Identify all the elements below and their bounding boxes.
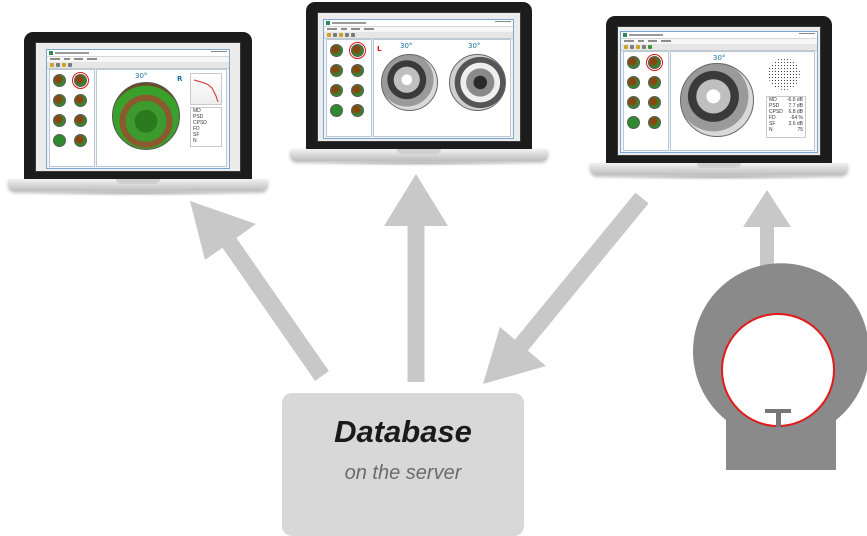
exam-compare-pane: L 30° 30° (373, 39, 511, 137)
exam-thumbnail[interactable] (74, 94, 87, 107)
index-panel: MD PSD CPSD FD SF N (190, 107, 222, 147)
exam-thumbnail[interactable] (74, 134, 87, 147)
perimeter-device-icon (693, 263, 867, 470)
arrow-icon (483, 192, 649, 384)
app-window: 30° R MD PSD CPSD FD SF N (46, 49, 230, 169)
visual-field-map (381, 54, 438, 111)
laptop-base (290, 149, 548, 161)
toolbar (47, 62, 229, 69)
index-row: CPSD (193, 120, 207, 126)
window-titlebar (47, 50, 229, 57)
exam-thumbnail[interactable] (53, 114, 66, 127)
exam-thumbnail[interactable] (646, 54, 663, 71)
index-row: MD-6.6 dB (769, 97, 803, 103)
defect-curve (193, 79, 219, 103)
exam-thumbnail[interactable] (330, 84, 343, 97)
menu-bar (47, 57, 229, 61)
eye-label: L (377, 45, 382, 53)
app-window: L 30° 30° (323, 19, 514, 139)
database-title: Database (334, 414, 472, 449)
laptop-base (590, 163, 848, 175)
exam-thumbnail[interactable] (648, 116, 661, 129)
exam-thumbnail[interactable] (74, 114, 87, 127)
patient-list-pane (49, 69, 95, 167)
exam-thumbnail[interactable] (330, 44, 343, 57)
field-angle-label: 30° (135, 72, 148, 80)
arrow-icon (190, 201, 329, 381)
laptop-center: L 30° 30° (290, 2, 548, 166)
index-row: FD (193, 126, 200, 132)
menu-bar (324, 27, 513, 31)
test-point-grid (768, 58, 800, 90)
index-row: MD (193, 108, 201, 114)
arrow-icon (384, 174, 448, 382)
laptop-left: 30° R MD PSD CPSD FD SF N (8, 32, 268, 196)
patient-list-pane (623, 51, 669, 151)
exam-view-pane: 30° R MD PSD CPSD FD SF N (96, 69, 227, 167)
index-row: PSD (193, 114, 204, 120)
exam-thumbnail[interactable] (351, 64, 364, 77)
exam-thumbnail[interactable] (349, 42, 366, 59)
exam-thumbnail[interactable] (351, 104, 364, 117)
exam-thumbnail[interactable] (648, 76, 661, 89)
toolbar (324, 32, 513, 39)
visual-field-map (449, 54, 506, 111)
exam-thumbnail[interactable] (627, 96, 640, 109)
database-subtitle: on the server (344, 462, 462, 484)
field-angle-label: 30° (400, 42, 413, 50)
exam-thumbnail[interactable] (648, 96, 661, 109)
patient-list-pane (326, 39, 372, 137)
exam-thumbnail[interactable] (627, 76, 640, 89)
field-angle-label: 30° (713, 54, 726, 62)
arrow-icon (743, 190, 791, 272)
laptop-base (8, 179, 268, 191)
exam-thumbnail[interactable] (53, 134, 66, 147)
exam-thumbnail[interactable] (330, 104, 343, 117)
graph-panel (190, 73, 222, 105)
laptop-screen: L 30° 30° (317, 12, 521, 142)
index-row: N (193, 138, 197, 144)
database-box: Database on the server (282, 393, 524, 536)
eye-label: R (177, 75, 183, 83)
toolbar (621, 44, 817, 51)
index-row: FD-64 % (769, 115, 803, 121)
exam-thumbnail[interactable] (53, 94, 66, 107)
exam-thumbnail[interactable] (53, 74, 66, 87)
exam-thumbnail[interactable] (330, 64, 343, 77)
window-titlebar (621, 32, 817, 39)
menu-bar (621, 39, 817, 43)
field-angle-label: 30° (468, 42, 481, 50)
exam-thumbnail[interactable] (351, 84, 364, 97)
exam-thumbnail[interactable] (627, 116, 640, 129)
exam-thumbnail[interactable] (72, 72, 89, 89)
visual-field-map (112, 82, 180, 150)
window-titlebar (324, 20, 513, 27)
visual-field-map (680, 63, 754, 137)
laptop-screen: 30° R MD PSD CPSD FD SF N (35, 42, 241, 172)
index-row: SF (193, 132, 200, 138)
exam-thumbnail[interactable] (627, 56, 640, 69)
